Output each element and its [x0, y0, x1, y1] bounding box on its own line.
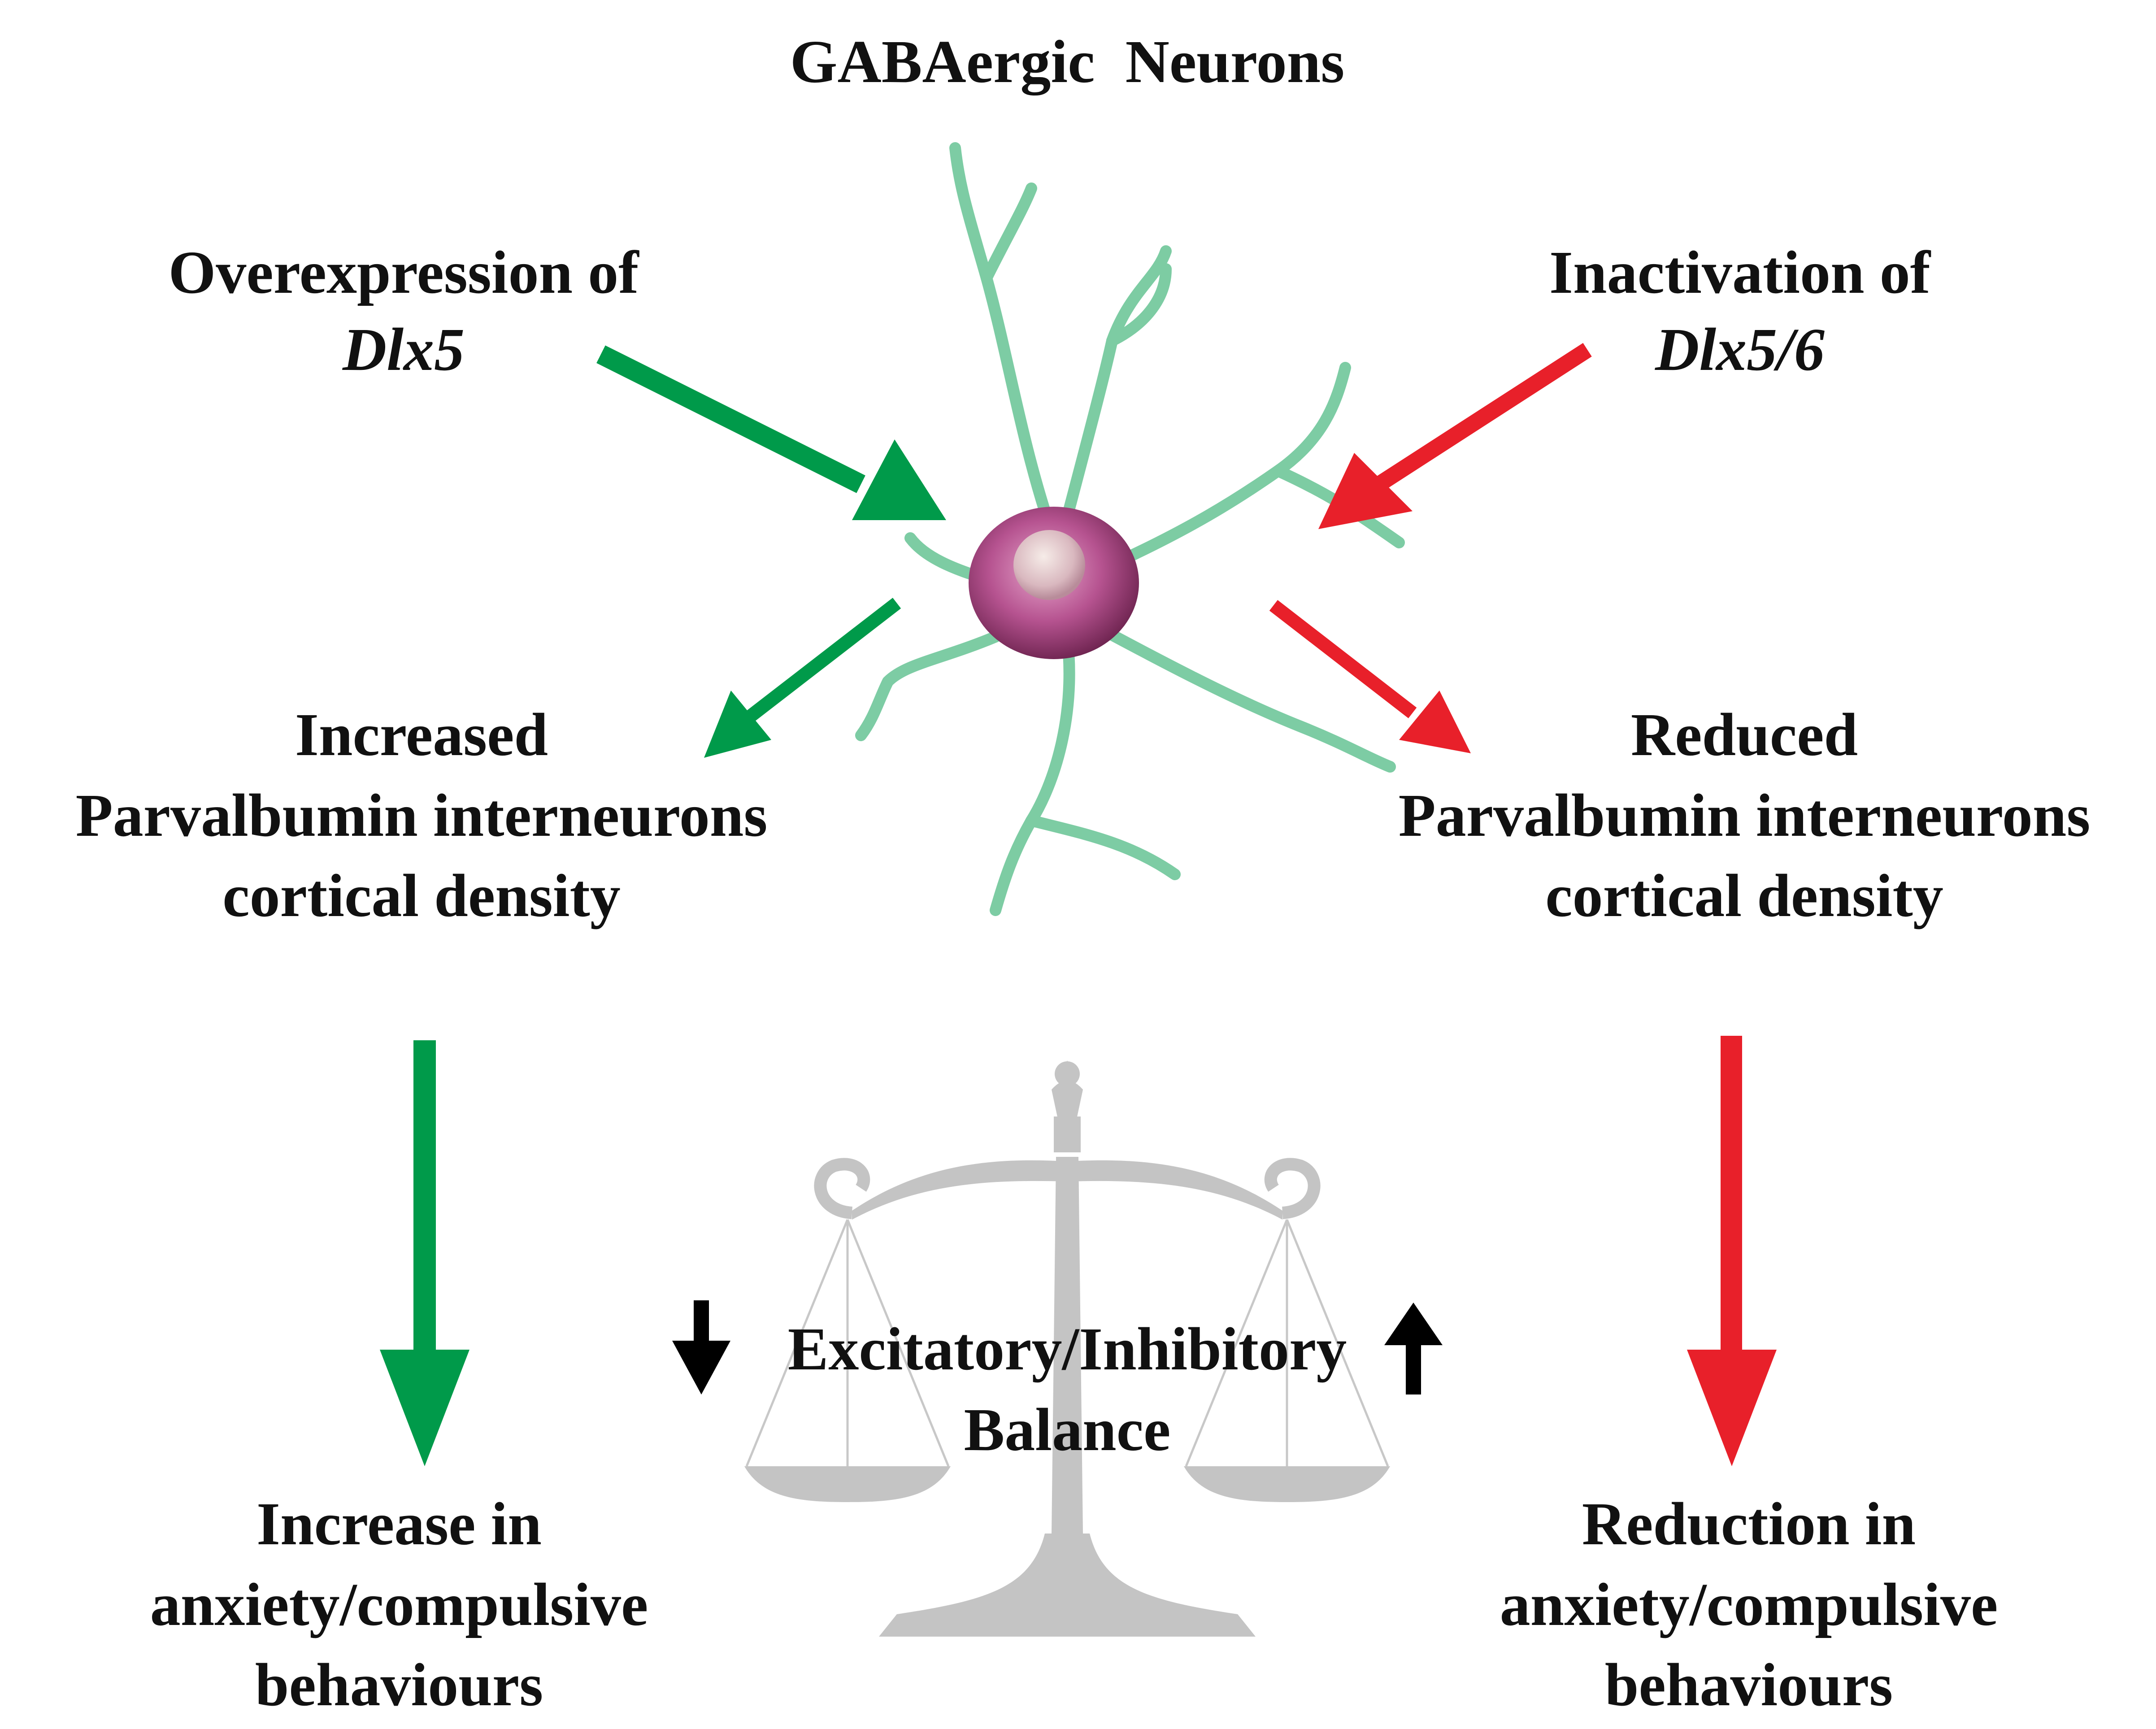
left-outcome-line3: behaviours — [255, 1651, 543, 1719]
arrow-up-icon — [1384, 1303, 1443, 1394]
left-input-gene: Dlx5 — [343, 316, 465, 383]
left-effect-line3: cortical density — [222, 862, 621, 930]
left-effect-line2: Parvalbumin interneurons — [75, 782, 768, 849]
balance-line2: Balance — [964, 1396, 1171, 1464]
right-effect-line3: cortical density — [1545, 862, 1943, 930]
red-arrow-out — [1269, 600, 1471, 753]
balance-line1: Excitatory/Inhibitory — [787, 1316, 1347, 1383]
left-effect-line1: Increased — [295, 701, 548, 769]
right-input-line1: Inactivation of — [1549, 239, 1930, 306]
left-outcome-line1: Increase in — [256, 1490, 542, 1558]
right-input-gene: Dlx5/6 — [1655, 316, 1825, 383]
right-outcome-line2: anxiety/compulsive — [1500, 1571, 1998, 1638]
red-arrow-in — [1318, 343, 1592, 529]
neuron-icon — [855, 142, 1405, 916]
scale-strings — [745, 1219, 1389, 1467]
page-title: GABAergic Neurons — [790, 28, 1345, 96]
left-outcome-label: Increase in anxiety/compulsive behaviour… — [63, 1484, 735, 1726]
arrow-down-icon — [672, 1300, 730, 1394]
green-arrow-down — [380, 1040, 469, 1466]
green-arrow-out — [704, 598, 901, 758]
right-effect-line2: Parvalbumin interneurons — [1398, 782, 2091, 849]
left-effect-label: Increased Parvalbumin interneurons corti… — [18, 695, 825, 937]
right-outcome-line3: behaviours — [1604, 1651, 1893, 1719]
left-input-label: Overexpression of Dlx5 — [90, 242, 717, 380]
right-effect-line1: Reduced — [1630, 701, 1858, 769]
balance-label: Excitatory/Inhibitory Balance — [731, 1309, 1404, 1470]
right-outcome-line1: Reduction in — [1582, 1490, 1916, 1558]
right-input-label: Inactivation of Dlx5/6 — [1426, 242, 2054, 380]
right-effect-label: Reduced Parvalbumin interneurons cortica… — [1341, 695, 2148, 937]
red-arrow-down — [1687, 1036, 1777, 1466]
right-outcome-label: Reduction in anxiety/compulsive behaviou… — [1413, 1484, 2085, 1726]
balance-scale-icon — [744, 1060, 1390, 1637]
left-outcome-line2: anxiety/compulsive — [150, 1571, 648, 1638]
left-input-line1: Overexpression of — [168, 239, 639, 306]
green-arrow-in — [596, 345, 946, 520]
